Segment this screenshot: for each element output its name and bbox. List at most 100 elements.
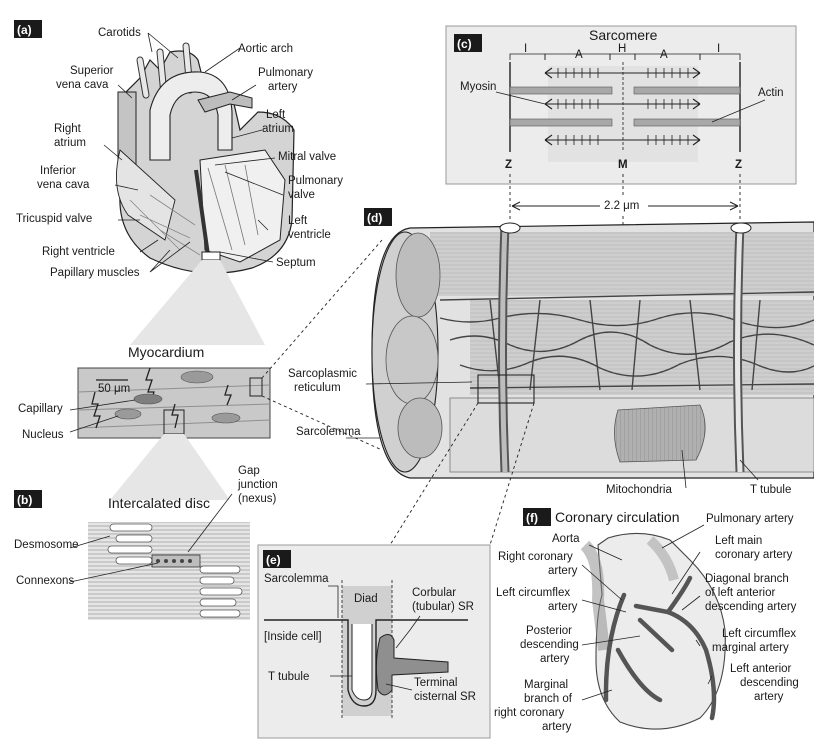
label-sr-2: reticulum — [294, 382, 341, 394]
capillary-leader — [69, 399, 136, 411]
right-ventricle-lines — [129, 194, 201, 256]
t-tubule-lumen — [351, 624, 373, 701]
panel-b-tag: (b) — [17, 493, 32, 507]
right-atrium-shape — [115, 149, 176, 241]
label-la-2: atrium — [262, 123, 294, 135]
sarcomere-title: Sarcomere — [589, 27, 658, 43]
myofibril-middle — [470, 300, 814, 395]
myocardium-zoom-box-right — [249, 377, 263, 397]
panel-e-tag: (e) — [266, 553, 281, 567]
label-pda-1: Posterior — [526, 625, 572, 637]
label-lad-1: Left anterior — [730, 663, 792, 675]
sr-network — [439, 291, 814, 391]
left-ventricle-shape — [199, 149, 286, 263]
sarcomere-length-arrowheads — [511, 201, 739, 211]
myosin-filaments — [544, 67, 701, 146]
label-myosin: Myosin — [460, 81, 496, 93]
label-tricuspid: Tricuspid valve — [16, 213, 92, 225]
t-tubule-left-fill — [500, 224, 508, 473]
mitochondria-leader — [681, 449, 687, 489]
myocyte-nucleus-3 — [211, 412, 241, 424]
t-tubule-opening-right — [730, 222, 752, 234]
label-t-tubule: T tubule — [750, 484, 791, 496]
label-svc-2: vena cava — [56, 79, 109, 91]
label-pv-1: Pulmonary — [288, 175, 343, 187]
label-septum: Septum — [276, 257, 316, 269]
band-i-right: I — [717, 43, 720, 55]
label-papillary: Papillary muscles — [50, 267, 140, 279]
panel-d-tag: (d) — [367, 211, 382, 225]
label-svc-1: Superior — [70, 65, 114, 77]
label-pa-2: artery — [268, 81, 298, 93]
actin-leader — [711, 99, 766, 123]
fiber-end-myofibril-3 — [397, 397, 443, 459]
mitochondrion-shape — [614, 404, 706, 463]
label-lcx-1: Left circumflex — [496, 587, 570, 599]
panel-d-tag-bg — [364, 208, 392, 226]
fiber-end-myofibril-2 — [385, 315, 439, 405]
zoom-cone-myocardium — [130, 260, 265, 345]
panel-b-tag-bg — [14, 490, 42, 508]
label-mitochondria: Mitochondria — [606, 484, 672, 496]
label-m: M — [618, 159, 628, 171]
panel-a-tag: (a) — [17, 23, 32, 37]
myocardium-to-fiber-connectors — [261, 239, 383, 451]
desmosome-fingers-left — [107, 523, 153, 565]
label-diag-2: of left anterior — [705, 587, 775, 599]
myocardium-block — [77, 367, 271, 439]
panel-c-tag: (c) — [457, 37, 472, 51]
label-desmosome: Desmosome — [14, 539, 79, 551]
aorta-shape — [580, 540, 610, 651]
sr-leader — [365, 381, 473, 385]
label-carotids: Carotids — [98, 27, 141, 39]
panel-a-tag-bg — [14, 20, 42, 38]
label-corbular-2: (tubular) SR — [412, 601, 474, 613]
panel-a-leader-lines — [103, 32, 284, 273]
diad-to-panel-e-connectors — [389, 402, 535, 546]
intercalated-disc-lines — [91, 367, 232, 429]
diad-zoom-box — [477, 374, 535, 404]
septum-wall — [194, 169, 210, 256]
nucleus-leader — [69, 415, 119, 433]
chordae-lines — [207, 164, 259, 251]
terminal-leader — [385, 683, 413, 691]
length-label-bg — [600, 197, 648, 213]
myocardium-tissue — [77, 367, 271, 439]
label-diag-1: Diagonal branch — [705, 573, 789, 585]
t-tubule-opening-left — [499, 222, 521, 234]
label-pv-2: valve — [288, 189, 315, 201]
t-tubule-right-fill — [735, 224, 743, 473]
capillary-shape — [133, 393, 163, 405]
myocardium-sample-box — [201, 251, 221, 261]
label-connexons: Connexons — [16, 575, 74, 587]
label-rca-2: artery — [548, 565, 578, 577]
myocyte-nucleus-1 — [180, 370, 214, 384]
connexons-leader — [69, 562, 159, 583]
label-ivc-1: Inferior — [40, 165, 76, 177]
label-ra-2: atrium — [54, 137, 86, 149]
panel-e-diad: (e) Diad Sarcolemma [Inside cell] Corbul… — [257, 544, 491, 739]
band-a-right: A — [660, 49, 668, 61]
myofibril-top — [430, 232, 814, 296]
terminal-cisterna-sr — [375, 634, 449, 696]
label-pa-1: Pulmonary — [258, 67, 313, 79]
myocardium-title: Myocardium — [128, 344, 204, 360]
coronary-heart-outline — [595, 532, 726, 730]
gap-junction-leader — [187, 493, 233, 553]
label-capillary: Capillary — [18, 403, 63, 415]
label-pda-2: descending — [520, 639, 579, 651]
label-terminal-2: cisternal SR — [414, 691, 476, 703]
actin-filaments — [509, 86, 741, 127]
band-i-left: I — [524, 43, 527, 55]
label-gap-3: (nexus) — [238, 493, 277, 505]
coronary-vessels — [603, 575, 717, 721]
myocyte-nucleus-2 — [114, 408, 142, 420]
intercalated-disc-title: Intercalated disc — [108, 495, 210, 511]
label-gap-2: junction — [237, 479, 278, 491]
label-nucleus: Nucleus — [22, 429, 64, 441]
fiber-end-myofibril-1 — [395, 232, 441, 318]
pulmonary-trunk-shape — [646, 536, 679, 582]
label-ra-1: Right — [54, 123, 82, 135]
label-lad-2: descending — [740, 677, 799, 689]
label-e-sarcolemma: Sarcolemma — [264, 573, 329, 585]
